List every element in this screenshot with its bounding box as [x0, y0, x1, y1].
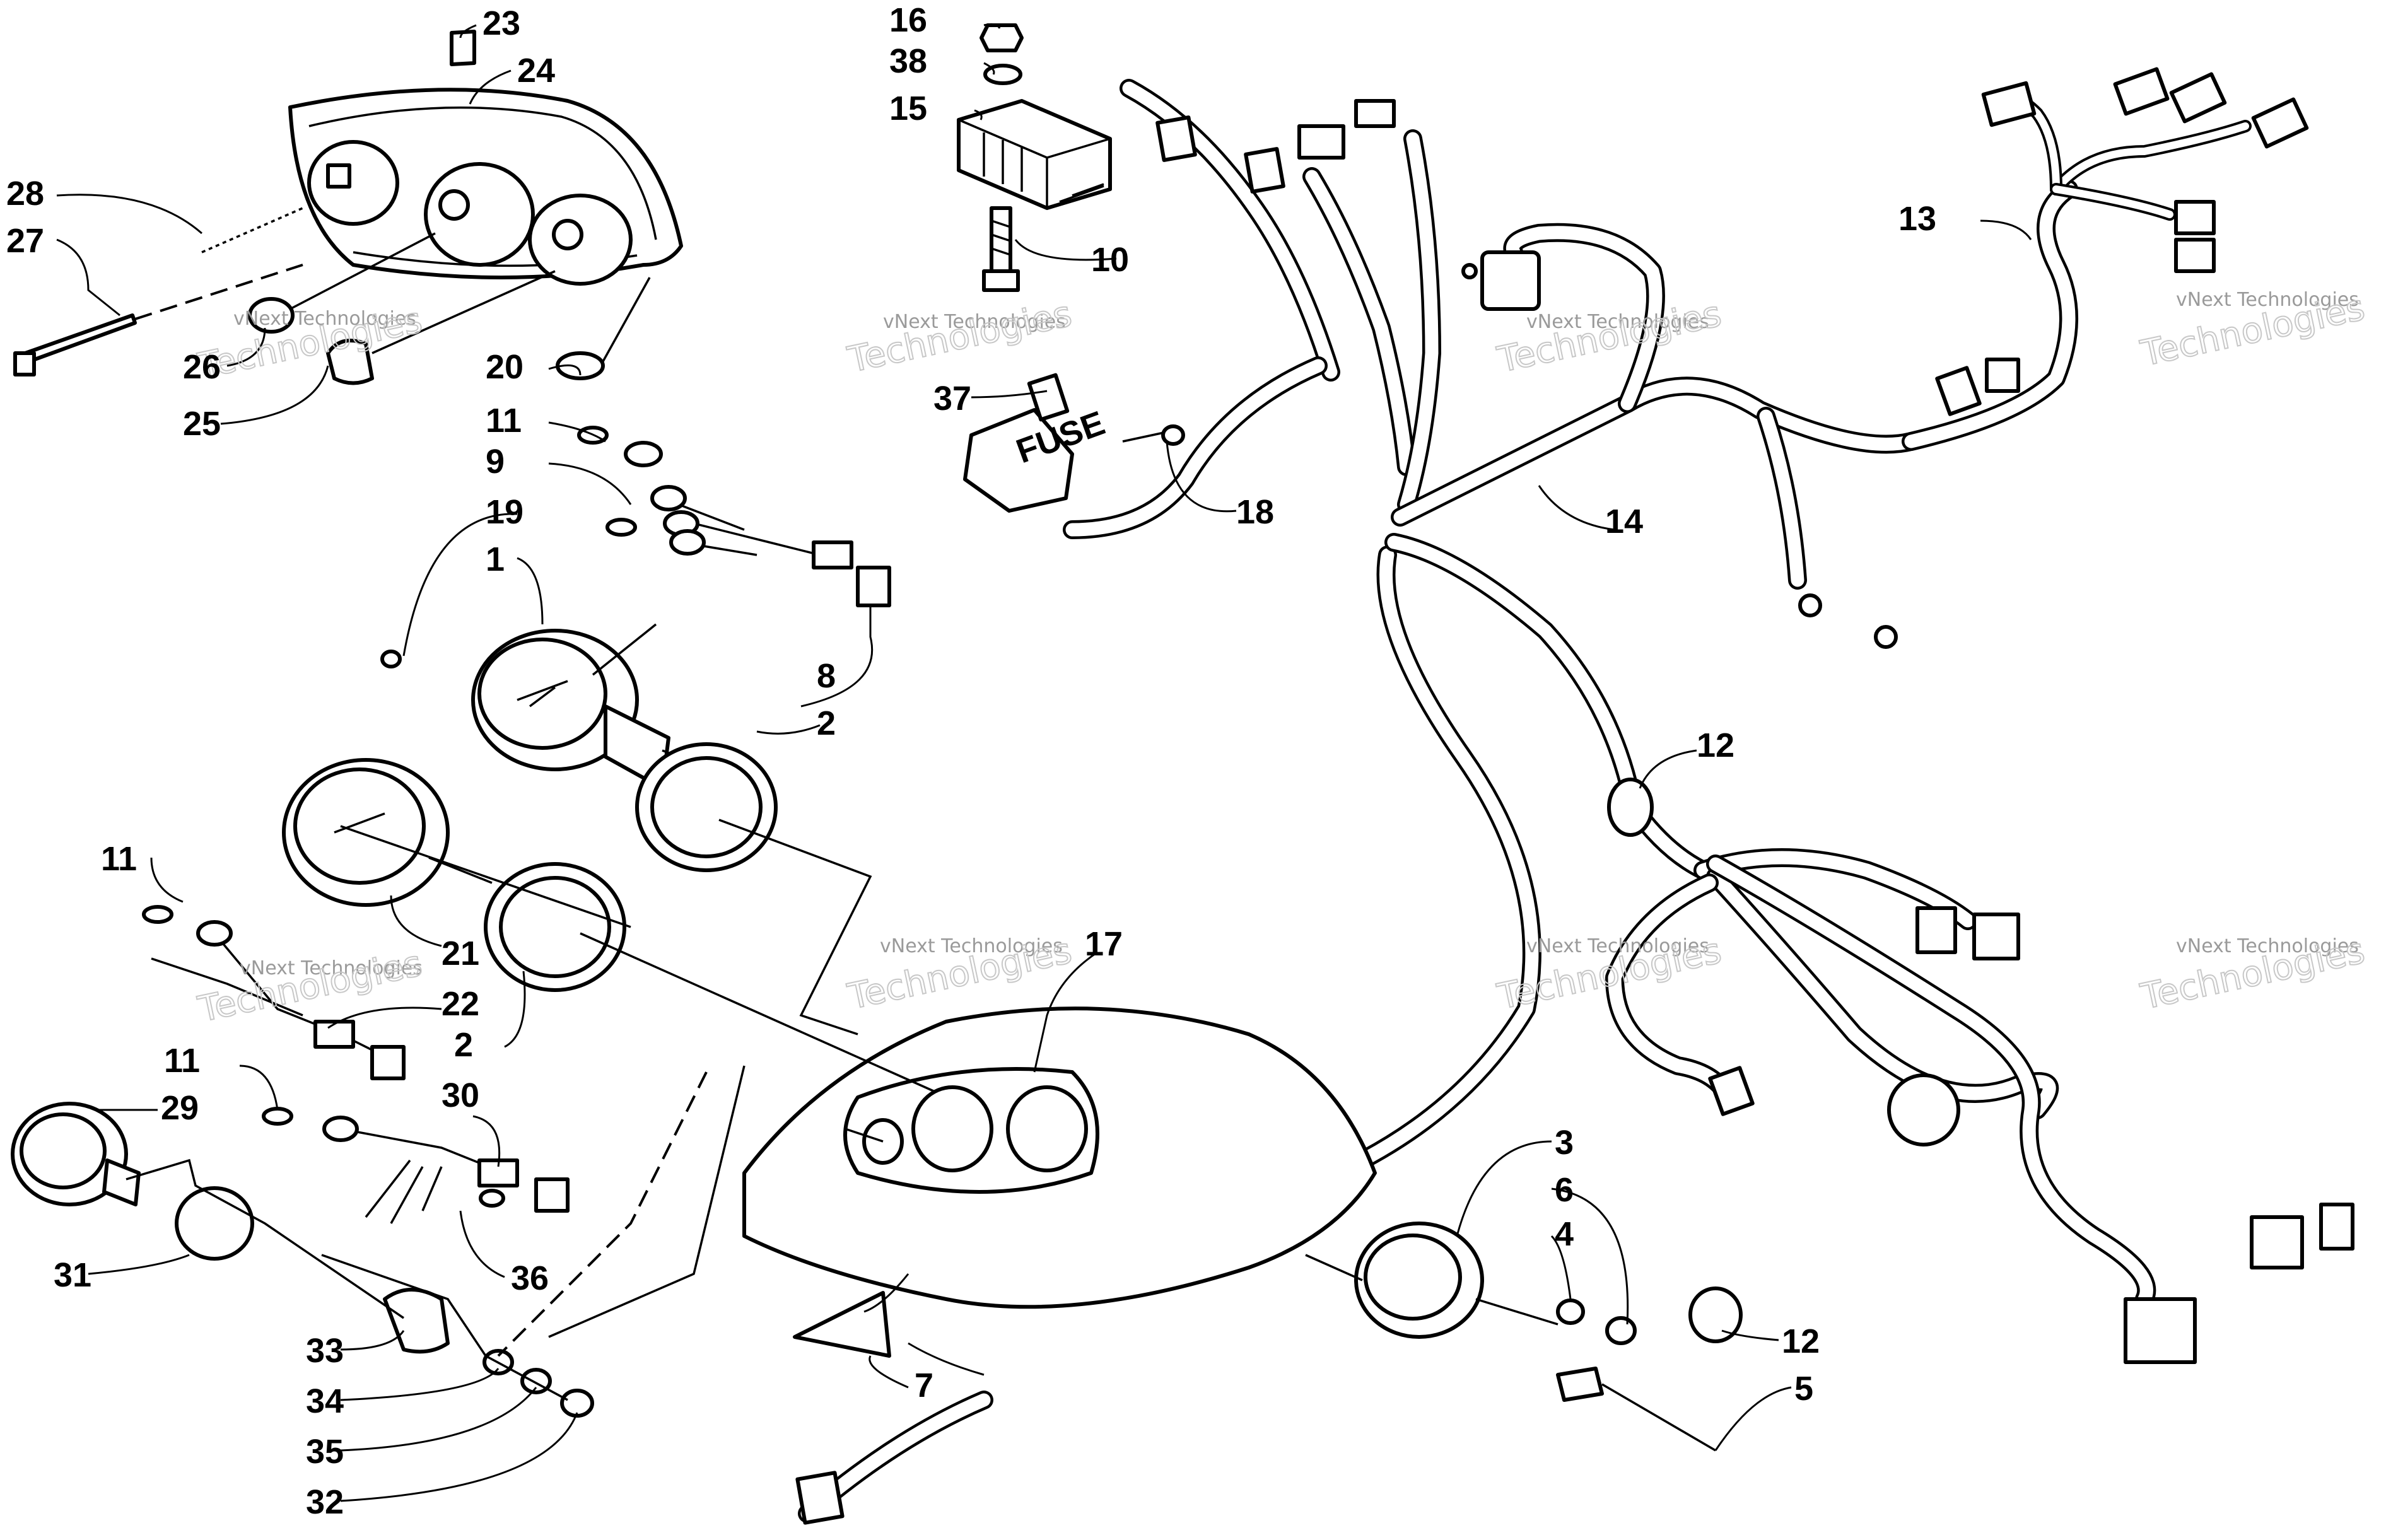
callout-2-lower: 2 — [454, 1026, 473, 1064]
callout-33: 33 — [306, 1332, 344, 1370]
callout-3: 3 — [1555, 1124, 1574, 1162]
watermark-text: vNext Technologies — [2176, 289, 2359, 311]
callout-4: 4 — [1555, 1215, 1574, 1253]
callout-12-lower: 12 — [1782, 1322, 1820, 1360]
socket-25 — [326, 270, 556, 385]
tachometer-21 — [282, 758, 493, 907]
harness-22 — [142, 905, 406, 1080]
watermark-text: Technologies — [844, 293, 1075, 381]
watermark-text: vNext Technologies — [2176, 935, 2359, 957]
callout-28: 28 — [6, 175, 44, 213]
watermark-text: vNext Technologies — [1526, 311, 1709, 333]
watermark-text: vNext Technologies — [883, 311, 1066, 333]
callout-6: 6 — [1555, 1171, 1574, 1209]
callout-8: 8 — [817, 657, 836, 695]
decal-7 — [793, 1291, 891, 1358]
fuse-holder: FUSE — [963, 373, 1185, 513]
clamp-12-lower — [1688, 1286, 1743, 1343]
harness-30 — [262, 1107, 570, 1224]
bulb-20 — [556, 277, 651, 380]
callout-34: 34 — [306, 1382, 344, 1420]
bezel-2-lower — [484, 862, 626, 992]
callout-1: 1 — [486, 540, 505, 578]
callout-5: 5 — [1794, 1370, 1813, 1408]
assembly-lines — [126, 623, 1559, 1401]
callout-7: 7 — [915, 1367, 933, 1404]
callout-36: 36 — [511, 1259, 549, 1297]
spring-28 — [201, 207, 303, 254]
bracket-33 — [383, 1288, 450, 1354]
gauge-29 — [11, 1102, 141, 1206]
callout-25: 25 — [183, 405, 221, 443]
callout-21: 21 — [442, 935, 479, 972]
callout-11-mid: 11 — [101, 840, 137, 878]
callout-13: 13 — [1898, 200, 1936, 238]
cable-5 — [1556, 1367, 1716, 1452]
callout-23: 23 — [482, 4, 520, 42]
mount-3 — [1354, 1222, 1484, 1339]
callout-numbers: 23 24 28 27 26 25 20 11 9 19 1 8 2 16 38… — [6, 1, 1936, 1521]
callout-18: 18 — [1236, 493, 1274, 531]
dash-panel — [742, 1006, 1377, 1309]
callout-17: 17 — [1085, 925, 1123, 963]
callout-2-upper: 2 — [817, 704, 836, 742]
callout-11: 11 — [486, 402, 522, 440]
callout-11-lower: 11 — [164, 1042, 200, 1080]
callout-10: 10 — [1091, 241, 1129, 279]
nut-16 — [980, 23, 1024, 52]
callout-27: 27 — [6, 222, 44, 260]
watermark-text: vNext Technologies — [233, 308, 416, 330]
cable-tie-12 — [1607, 778, 1654, 837]
bezel-2-upper — [635, 742, 778, 872]
callout-31: 31 — [54, 1256, 91, 1294]
callout-22: 22 — [442, 985, 479, 1023]
callout-38: 38 — [889, 42, 927, 80]
clip-23 — [450, 30, 476, 66]
washer-6 — [1556, 1298, 1585, 1325]
headlight-assembly — [288, 88, 683, 286]
nut-32 — [560, 1389, 594, 1418]
callout-12-upper: 12 — [1697, 726, 1734, 764]
bulb-19 — [380, 650, 402, 668]
callout-9: 9 — [486, 443, 505, 481]
callout-35: 35 — [306, 1433, 344, 1471]
voltage-regulator — [957, 99, 1112, 210]
callout-20: 20 — [486, 348, 523, 386]
callout-16: 16 — [889, 1, 927, 39]
connector — [795, 67, 2354, 1525]
callout-14: 14 — [1605, 503, 1643, 540]
bezel-31 — [175, 1186, 254, 1261]
leader-lines — [56, 23, 2032, 1502]
callout-29: 29 — [161, 1089, 199, 1127]
harness-8-9 — [577, 426, 891, 607]
bulb-26 — [248, 232, 436, 334]
callout-26: 26 — [183, 348, 221, 386]
watermark-text: vNext Technologies — [240, 957, 423, 979]
callout-24: 24 — [517, 52, 555, 90]
watermark-text: vNext Technologies — [880, 935, 1063, 957]
callout-15: 15 — [889, 90, 927, 127]
watermark-text: Technologies — [194, 943, 425, 1030]
watermark-text: vNext Technologies — [1526, 935, 1709, 957]
screw-27 — [13, 264, 303, 376]
callout-19: 19 — [486, 493, 523, 531]
speedometer-1 — [471, 629, 745, 790]
callout-32: 32 — [306, 1483, 344, 1521]
callout-37: 37 — [933, 380, 971, 417]
callout-30: 30 — [442, 1076, 479, 1114]
bolt-10 — [982, 206, 1020, 292]
nut-4 — [1605, 1316, 1637, 1345]
wire-harness — [798, 79, 2252, 1523]
